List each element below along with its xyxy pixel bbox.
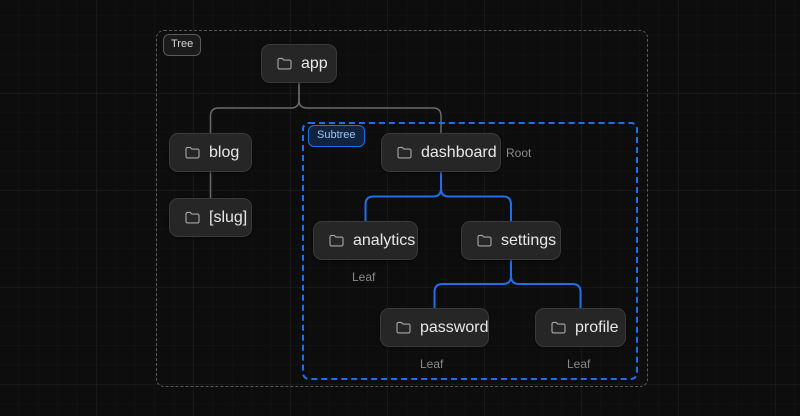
node-label: profile (575, 318, 619, 336)
node-slug[interactable]: [slug] (169, 198, 252, 237)
node-password[interactable]: password (380, 308, 489, 347)
annotation-leaf-profile: Leaf (567, 357, 591, 371)
node-label: [slug] (209, 208, 248, 226)
folder-icon (185, 146, 200, 159)
node-label: blog (209, 143, 240, 161)
node-dashboard[interactable]: dashboard (381, 133, 501, 172)
folder-icon (477, 234, 492, 247)
folder-icon (397, 146, 412, 159)
folder-icon (396, 321, 411, 334)
group-subtree[interactable] (302, 122, 638, 380)
folder-icon (277, 57, 292, 70)
node-label: dashboard (421, 143, 497, 161)
node-profile[interactable]: profile (535, 308, 626, 347)
node-blog[interactable]: blog (169, 133, 252, 172)
group-subtree-badge: Subtree (308, 125, 365, 147)
node-analytics[interactable]: analytics (313, 221, 418, 260)
annotation-leaf-analytics: Leaf (352, 270, 376, 284)
node-label: settings (501, 231, 557, 249)
node-label: password (420, 318, 489, 336)
folder-icon (551, 321, 566, 334)
folder-icon (185, 211, 200, 224)
node-app[interactable]: app (261, 44, 337, 83)
annotation-root: Root (506, 146, 532, 160)
group-tree-badge: Tree (163, 34, 202, 56)
folder-icon (329, 234, 344, 247)
annotation-leaf-password: Leaf (420, 357, 444, 371)
node-settings[interactable]: settings (461, 221, 561, 260)
node-label: app (301, 54, 328, 72)
group-tree[interactable] (156, 30, 648, 387)
node-label: analytics (353, 231, 416, 249)
